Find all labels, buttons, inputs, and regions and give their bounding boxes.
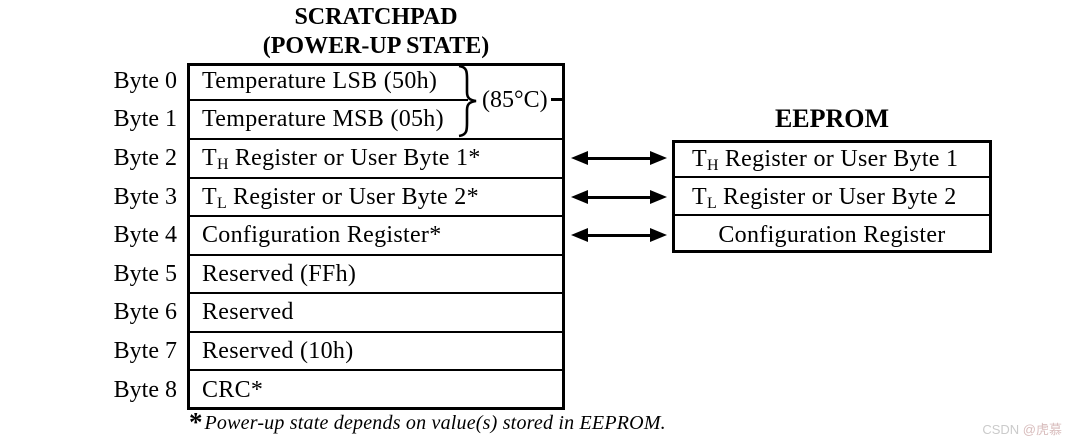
byte-label-4: Byte 4 <box>113 222 177 248</box>
byte-label-6: Byte 6 <box>113 299 177 325</box>
footnote: *Power-up state depends on value(s) stor… <box>189 407 666 438</box>
byte-label-7: Byte 7 <box>113 338 177 364</box>
scratchpad-divider <box>190 292 562 294</box>
transfer-arrow-icon <box>571 150 667 166</box>
eeprom-divider <box>675 176 989 178</box>
scratchpad-divider <box>190 138 562 140</box>
powerup-value-callout: (85°C) <box>482 87 548 113</box>
eeprom-row-2: Configuration Register <box>718 222 946 248</box>
transfer-arrow-icon <box>571 227 667 243</box>
scratchpad-row-2: TH Register or User Byte 1* <box>202 145 481 173</box>
byte-label-2: Byte 2 <box>113 145 177 171</box>
scratchpad-box <box>187 63 565 410</box>
byte-label-3: Byte 3 <box>113 184 177 210</box>
scratchpad-row-7: Reserved (10h) <box>202 338 354 364</box>
footnote-text: Power-up state depends on value(s) store… <box>204 412 666 434</box>
scratchpad-divider <box>190 177 562 179</box>
byte-label-0: Byte 0 <box>113 68 177 94</box>
eeprom-box <box>672 140 992 253</box>
eeprom-row-1: TL Register or User Byte 2 <box>692 184 957 212</box>
footnote-asterisk: * <box>189 407 203 437</box>
scratchpad-divider <box>190 215 562 217</box>
scratchpad-row-0: Temperature LSB (50h) <box>202 68 438 94</box>
watermark-prefix: CSDN <box>982 422 1023 437</box>
byte-label-8: Byte 8 <box>113 377 177 403</box>
scratchpad-row-5: Reserved (FFh) <box>202 261 357 287</box>
scratchpad-row-6: Reserved <box>202 299 294 325</box>
transfer-arrow-icon <box>571 189 667 205</box>
callout-connector-line <box>551 98 563 101</box>
scratchpad-title-line2: (POWER-UP STATE) <box>262 33 490 59</box>
scratchpad-divider <box>190 331 562 333</box>
scratchpad-title: SCRATCHPAD (POWER-UP STATE) <box>187 3 565 61</box>
scratchpad-row-1: Temperature MSB (05h) <box>202 106 444 132</box>
scratchpad-title-line1: SCRATCHPAD <box>294 4 458 30</box>
scratchpad-row-4: Configuration Register* <box>202 222 442 248</box>
scratchpad-row-3: TL Register or User Byte 2* <box>202 184 479 212</box>
watermark-handle: @虎慕 <box>1022 422 1062 437</box>
eeprom-divider <box>675 214 989 216</box>
byte-label-1: Byte 1 <box>113 106 177 132</box>
eeprom-title: EEPROM <box>774 104 890 133</box>
eeprom-row-0: TH Register or User Byte 1 <box>692 146 959 174</box>
brace-right-icon <box>458 64 477 138</box>
byte-label-5: Byte 5 <box>113 261 177 287</box>
scratchpad-divider <box>190 369 562 371</box>
scratchpad-divider-partial <box>190 99 468 101</box>
scratchpad-divider <box>190 254 562 256</box>
watermark: CSDN @虎慕 <box>982 419 1062 438</box>
scratchpad-row-8: CRC* <box>202 377 264 403</box>
